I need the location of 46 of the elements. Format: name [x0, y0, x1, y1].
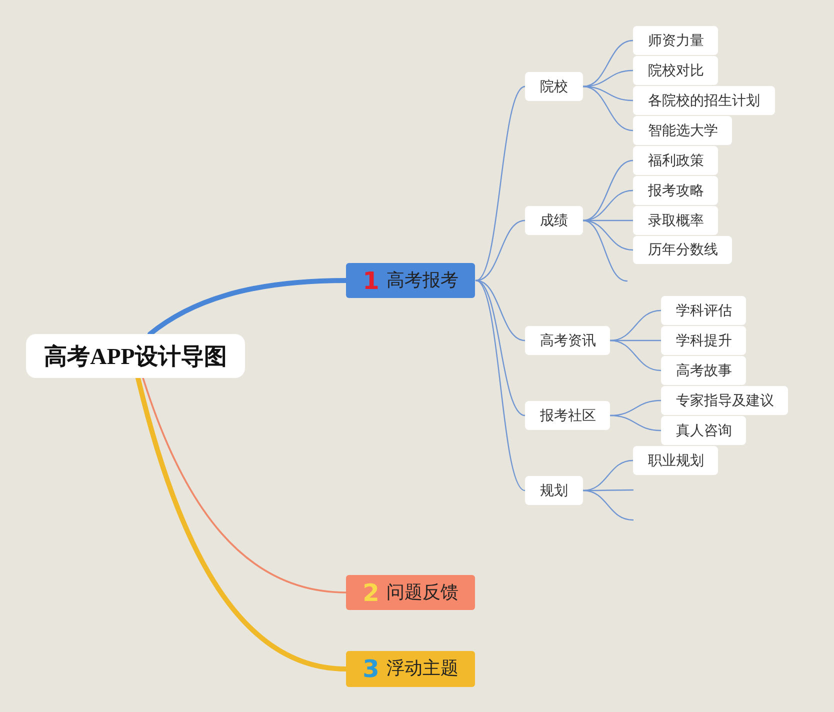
subtopic-box: 智能选大学 [633, 116, 732, 145]
subtopic-box: 高考资讯 [525, 326, 610, 355]
subtopic-box: 各院校的招生计划 [633, 86, 775, 115]
subtopic-box: 专家指导及建议 [661, 386, 788, 415]
connector-line [475, 280, 526, 492]
subtopic-box: 院校 [525, 72, 583, 101]
topic-number: 1 [362, 268, 380, 292]
topic-label: 浮动主题 [386, 658, 458, 680]
subtopic-box: 规划 [525, 476, 583, 505]
subtopic-box: 成绩 [525, 206, 583, 235]
connector-line [582, 220, 628, 282]
central-topic: 高考APP设计导图 [26, 334, 245, 378]
subtopic-box: 报考攻略 [633, 176, 718, 205]
topic-label: 高考报考 [386, 270, 458, 292]
connector-line [582, 40, 634, 88]
branch-line [148, 278, 348, 336]
subtopic-box: 历年分数线 [633, 236, 732, 264]
branch-box [346, 651, 475, 687]
connector-line [475, 86, 526, 282]
subtopic-box: 报考社区 [525, 401, 610, 430]
connector-line [475, 220, 526, 282]
subtopic-box: 录取概率 [633, 206, 718, 235]
connector-line [609, 310, 662, 342]
branch-line [136, 376, 348, 672]
connector-line [582, 86, 634, 132]
subtopic-box: 高考故事 [661, 356, 746, 385]
branch-box [346, 575, 475, 610]
subtopic-box: 真人咨询 [661, 416, 746, 445]
connector-line [475, 280, 526, 342]
connector-line [609, 340, 662, 372]
subtopic-box: 师资力量 [633, 26, 718, 55]
connector-line [582, 460, 634, 492]
subtopic-box: 院校对比 [633, 56, 718, 85]
subtopic-box: 学科评估 [661, 296, 746, 325]
topic-number: 3 [362, 657, 380, 681]
topic-number: 2 [362, 580, 380, 604]
connector-line [475, 280, 526, 416]
connector-line [582, 490, 634, 521]
subtopic-box: 福利政策 [633, 146, 718, 175]
branch-box [346, 263, 475, 298]
connector-line [609, 414, 662, 432]
connector-line [582, 190, 634, 222]
subtopic-box: 学科提升 [661, 326, 746, 355]
branch-line [142, 377, 347, 594]
topic-label: 问题反馈 [386, 582, 458, 604]
subtopic-box: 职业规划 [633, 446, 718, 475]
